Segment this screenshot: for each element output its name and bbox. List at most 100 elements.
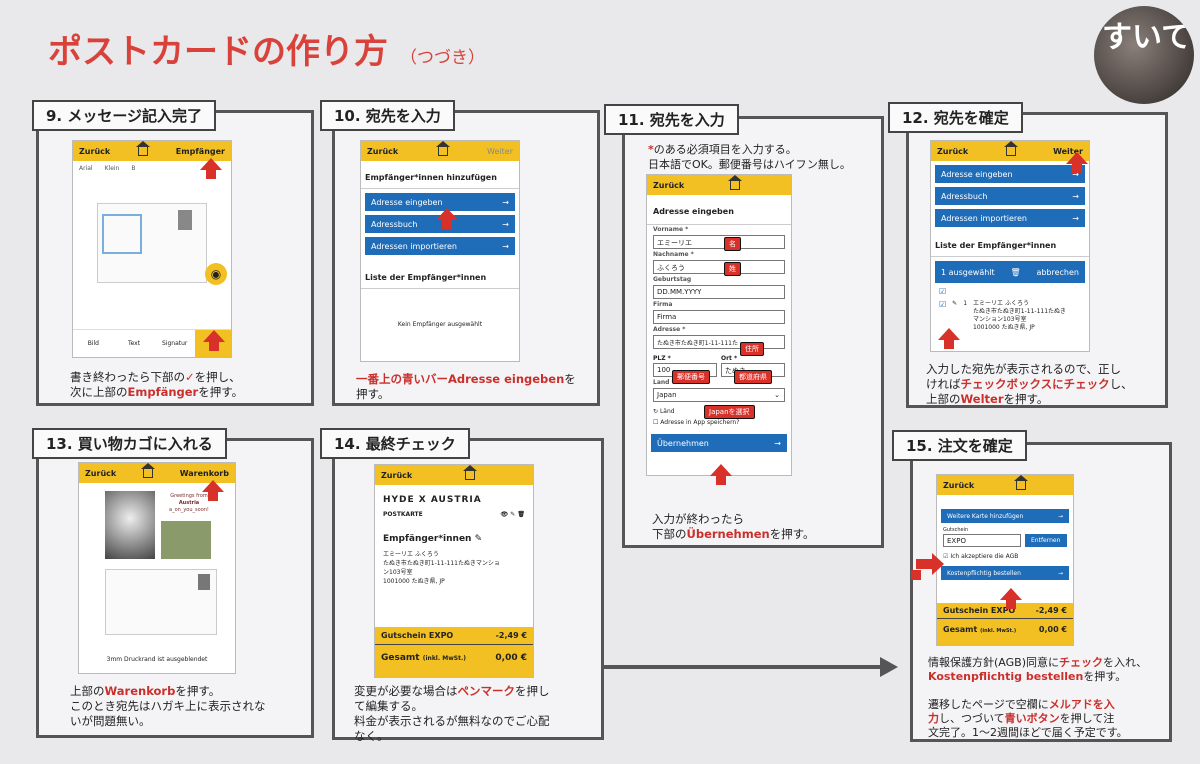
- step-15-desc: 情報保護方針(AGB)同意にチェックを入れ、Kostenpflichtig be…: [928, 656, 1148, 739]
- connector-line: [604, 665, 884, 669]
- pencil-icon[interactable]: ✎: [510, 511, 516, 518]
- step-12-phone: Zurück Weiter Adresse eingeben→ Adressbuc…: [930, 140, 1090, 352]
- step-12-desc: 入力した宛先が表示されるので、正しければチェックボックスにチェックし、上部のWe…: [926, 362, 1133, 406]
- step-15-tab: 15. 注文を確定: [892, 430, 1027, 461]
- countries-link[interactable]: ↻ Länd: [653, 408, 675, 415]
- weiter-link[interactable]: Weiter: [1053, 146, 1083, 156]
- suitetsu-logo: すいてつ: [1094, 6, 1194, 104]
- back-link[interactable]: Zurück: [943, 480, 975, 490]
- product-title: HYDE X AUSTRIA: [383, 495, 482, 505]
- step-9-tab: 9. メッセージ記入完了: [32, 100, 217, 131]
- home-icon[interactable]: [727, 175, 742, 190]
- size-select[interactable]: Klein: [104, 165, 120, 172]
- back-link[interactable]: Zurück: [367, 146, 399, 156]
- step-14-tab: 14. 最終チェック: [320, 428, 470, 459]
- price-summary: Gutschein EXPO-2,49 € Gesamt (inkl. MwSt…: [375, 627, 533, 677]
- home-icon[interactable]: [462, 465, 477, 480]
- pencil-icon[interactable]: ✎: [952, 300, 958, 307]
- tool-text[interactable]: Text: [127, 340, 141, 347]
- save-checkbox[interactable]: ☐ Adresse in App speichern?: [653, 419, 740, 426]
- step-11-note: *のある必須項目を入力する。日本語でOK。郵便番号はハイフン無し。: [648, 143, 851, 171]
- step-9-desc: 書き終わったら下部の✓を押し、次に上部のEmpfängerを押す。: [70, 370, 244, 399]
- card-back: [105, 569, 217, 635]
- order-button[interactable]: Kostenpflichtig bestellen→: [941, 566, 1069, 580]
- step-10-tab: 10. 宛先を入力: [320, 100, 455, 131]
- back-link[interactable]: Zurück: [937, 146, 969, 156]
- eye-icon[interactable]: ◉: [205, 263, 227, 285]
- pointer-arrow: [1066, 152, 1088, 173]
- pointer-arrow: [203, 330, 225, 351]
- add-card-button[interactable]: Weitere Karte hinzufügen→: [941, 509, 1069, 523]
- empty-text: Kein Empfänger ausgewählt: [397, 321, 483, 328]
- selection-bar[interactable]: 1 ausgewählt🗑abbrechen: [935, 261, 1085, 283]
- pencil-icon[interactable]: ✎: [474, 534, 483, 544]
- section-heading: Empfänger*innen hinzufügen: [361, 161, 519, 189]
- cart-link[interactable]: Warenkorb: [179, 468, 229, 478]
- pointer-arrow: [710, 464, 732, 485]
- firstname-field[interactable]: エミーリエ名: [653, 235, 785, 251]
- recipient-list-heading: Liste der Empfänger*innen: [361, 259, 519, 289]
- back-link[interactable]: Zurück: [653, 180, 685, 190]
- home-icon[interactable]: [136, 141, 150, 156]
- recipient-list-heading: Liste der Empfänger*innen: [931, 231, 1089, 257]
- back-link[interactable]: Zurück: [381, 470, 413, 480]
- import-button[interactable]: Adressen importieren→: [935, 209, 1085, 227]
- cancel-link[interactable]: abbrechen: [1036, 267, 1079, 277]
- photo-tunnel: [105, 491, 155, 559]
- addressbook-button[interactable]: Adressbuch→: [935, 187, 1085, 205]
- card-preview: [97, 203, 207, 283]
- step-14-desc: 変更が必要な場合はペンマークを押して編集する。料金が表示されるが無料なのでご心配…: [354, 684, 550, 743]
- step-12-tab: 12. 宛先を確定: [888, 102, 1023, 133]
- step-11-desc: 入力が終わったら下部のÜbernehmenを押す。: [652, 512, 815, 541]
- home-icon[interactable]: [140, 463, 155, 478]
- pointer-arrow: [1000, 588, 1022, 609]
- photo-owl: [161, 521, 211, 559]
- voucher-field[interactable]: EXPO: [943, 534, 1021, 547]
- pointer-arrow: [200, 158, 222, 179]
- tool-image[interactable]: Bild: [87, 340, 99, 347]
- weiter-link[interactable]: Weiter: [487, 146, 513, 156]
- import-button[interactable]: Adressen importieren→: [365, 237, 515, 255]
- submit-button[interactable]: Übernehmen→: [651, 434, 787, 452]
- back-link[interactable]: Zurück: [85, 468, 117, 478]
- home-icon[interactable]: [1003, 141, 1018, 156]
- recipient-checkbox[interactable]: ☑: [939, 300, 947, 309]
- pointer-arrow: [938, 328, 960, 349]
- addressbook-button[interactable]: Adressbuch→: [365, 215, 515, 233]
- prefecture-field[interactable]: たぬき都道府県: [721, 363, 785, 384]
- font-select[interactable]: Arial: [79, 165, 93, 172]
- print-margin-note: 3mm Druckrand ist ausgeblendet: [106, 656, 208, 663]
- recipient-link[interactable]: Empfänger: [175, 146, 225, 156]
- pointer-arrow: [202, 480, 224, 501]
- address-input-button[interactable]: Adresse eingeben→: [935, 165, 1085, 183]
- back-link[interactable]: Zurück: [79, 146, 111, 156]
- company-field[interactable]: Firma: [653, 310, 785, 324]
- remove-voucher-button[interactable]: Entfernen: [1025, 534, 1067, 547]
- tool-signature[interactable]: Signatur: [161, 340, 188, 347]
- pointer-arrowhead: [932, 553, 944, 575]
- page-title: ポストカードの作り方（つづき）: [48, 32, 485, 72]
- address-field[interactable]: たぬき市たぬき町1-11-111た住所: [653, 335, 785, 356]
- eye-icon[interactable]: 👁: [500, 511, 509, 518]
- step-15-phone: Zurück Weitere Karte hinzufügen→ Gutsche…: [936, 474, 1074, 646]
- section-heading: Adresse eingeben: [647, 195, 791, 225]
- country-select[interactable]: Japan⌄Japanを選択: [653, 388, 785, 419]
- step-13-desc: 上部のWarenkorbを押す。このとき宛先はハガキ上に表示されないが問題無い。: [70, 684, 266, 728]
- pointer-arrow: [911, 559, 934, 580]
- agb-checkbox[interactable]: ☑ Ich akzeptiere die AGB: [943, 553, 1019, 560]
- address-input-button[interactable]: Adresse eingeben→: [365, 193, 515, 211]
- price-summary: Gutschein EXPO-2,49 € Gesamt (inkl. MwSt…: [937, 603, 1073, 645]
- birthday-field[interactable]: DD.MM.YYYY: [653, 285, 785, 299]
- home-icon[interactable]: [435, 141, 450, 156]
- home-icon[interactable]: [1013, 475, 1028, 490]
- step-14-phone: Zurück HYDE X AUSTRIA POSTKARTE👁 ✎ 🗑 Emp…: [374, 464, 534, 678]
- connector-arrowhead: [880, 657, 898, 677]
- select-all-checkbox[interactable]: ☑: [939, 287, 947, 296]
- lastname-field[interactable]: ふくろう姓: [653, 260, 785, 276]
- step-11-phone: Zurück Adresse eingeben Vorname *エミーリエ名 …: [646, 174, 792, 476]
- trash-icon[interactable]: 🗑: [517, 511, 525, 518]
